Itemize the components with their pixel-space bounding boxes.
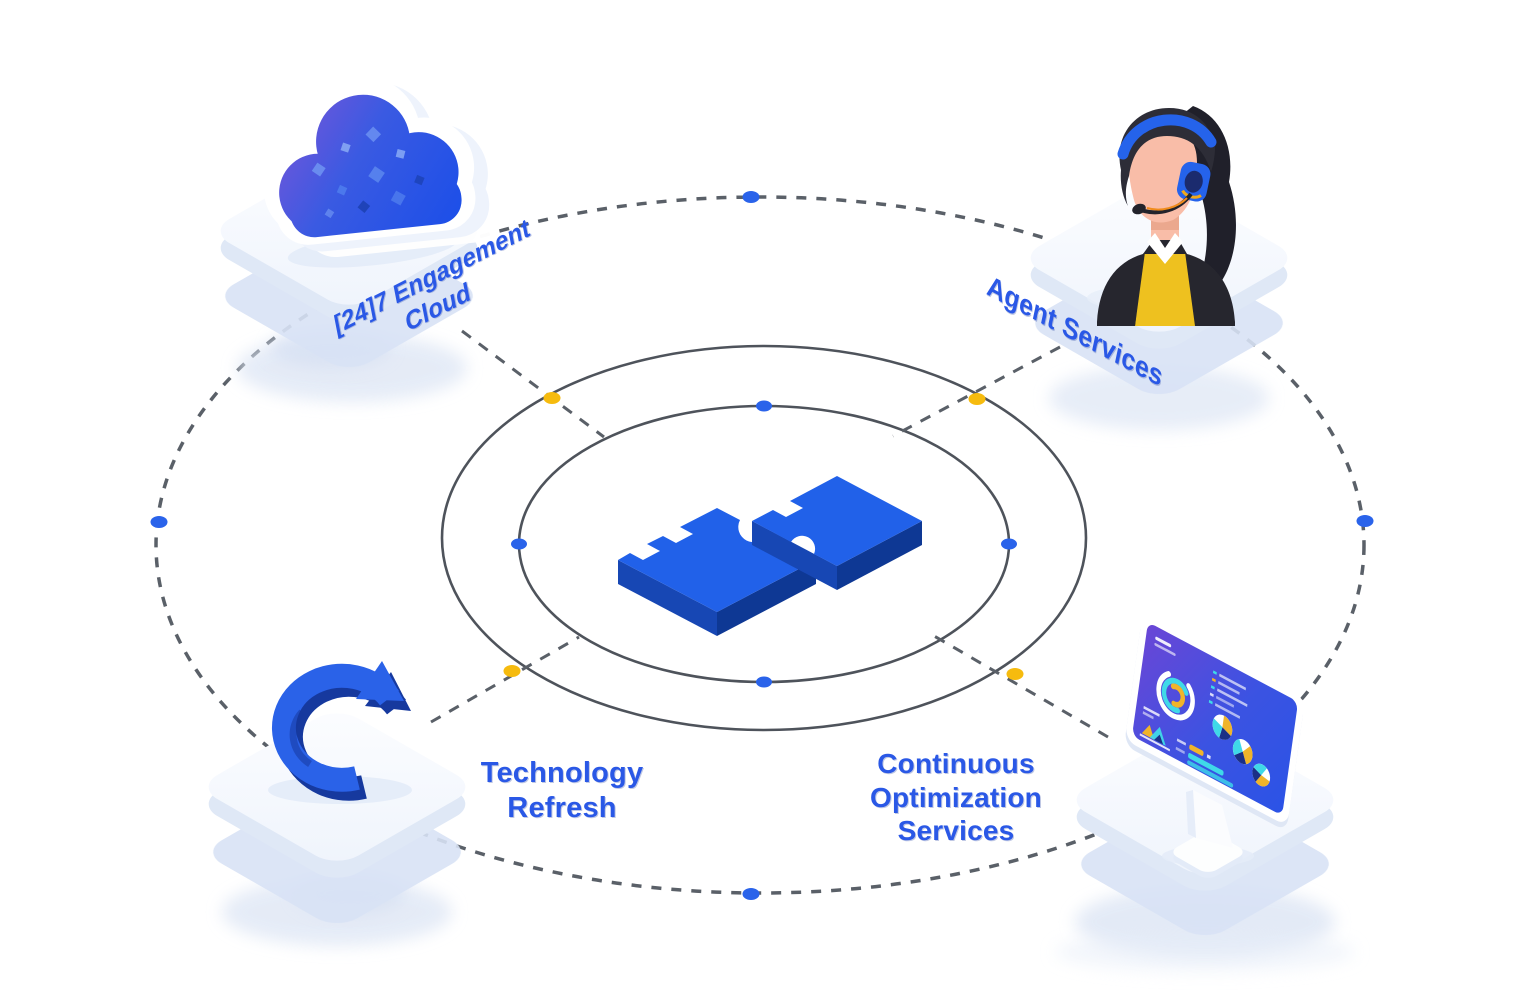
puzzle-left-top	[618, 508, 816, 612]
label-technology-refresh: Technology Refresh	[480, 757, 644, 824]
agent-face	[1128, 125, 1197, 223]
agent-collar	[1147, 233, 1183, 264]
bar-rows	[1175, 738, 1234, 788]
orbit-middle-solid	[440, 344, 1088, 732]
connector-agent	[892, 345, 1061, 438]
refresh-arrowhead	[356, 661, 404, 701]
agent-earcup	[1176, 161, 1211, 202]
refresh-ring	[271, 663, 399, 792]
label-continuous-optimization: Continuous Optimization Services	[870, 748, 1042, 847]
mini-area-chart	[1139, 724, 1170, 752]
agent-headset-icon	[1087, 106, 1236, 326]
orbit-dots-blue	[150, 191, 1374, 900]
pie-chart-1	[1212, 714, 1233, 740]
connector-refresh	[430, 635, 580, 724]
pie-chart-2	[1232, 738, 1253, 765]
agent-mic	[1140, 192, 1193, 215]
connector-cloud	[461, 329, 605, 439]
cloud-particles	[311, 126, 425, 219]
cloud-icon	[263, 75, 503, 268]
puzzle-right-top	[752, 476, 922, 566]
pie-chart-3	[1252, 763, 1271, 787]
dashboard-monitor-icon	[1125, 615, 1304, 878]
agent-ponytail	[1183, 106, 1236, 290]
donut-chart	[1156, 670, 1195, 721]
orbit-dots-yellow	[503, 392, 1024, 680]
orbit-outer-dashed	[154, 195, 1366, 895]
puzzle-pieces-icon	[618, 476, 922, 636]
refresh-arrow-icon	[268, 661, 412, 804]
diagonal-connectors	[430, 329, 1109, 739]
agent-headband	[1117, 114, 1217, 160]
dashboard-charts	[1139, 636, 1271, 788]
agent-sweater	[1135, 254, 1197, 326]
connector-monitor	[928, 631, 1109, 739]
list-rows	[1208, 670, 1248, 719]
